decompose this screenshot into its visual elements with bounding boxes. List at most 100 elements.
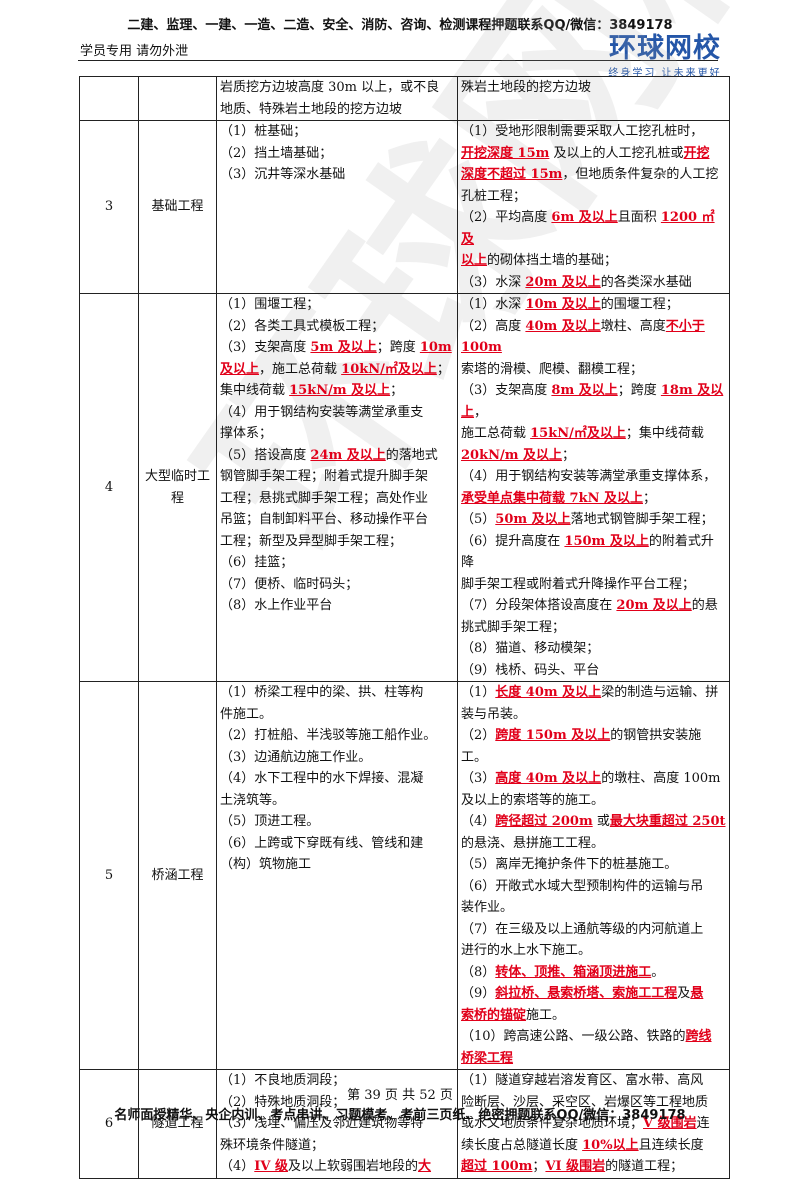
highlighted-text: 长度 40m 及以上	[495, 685, 602, 700]
text-segment: （7）分段架体搭设高度在	[461, 598, 617, 613]
text-segment: 连	[696, 1116, 710, 1131]
text-segment: （4）	[220, 1159, 255, 1174]
cell-line: 索桥的锚碇施工。	[461, 1005, 726, 1027]
text-segment: （8）水上作业平台	[220, 598, 333, 613]
cell-line: 开挖深度 15m 及以上的人工挖孔桩或开挖	[461, 143, 726, 165]
cell-line: （8）水上作业平台	[220, 595, 454, 617]
highlighted-text: 深度不超过 15m	[461, 167, 563, 182]
project-category: 大型临时工程	[138, 293, 217, 682]
cell-line: （5）顶进工程。	[220, 811, 454, 833]
text-segment: ；集中线荷载	[625, 426, 704, 441]
cell-line: （1）围堰工程；	[220, 294, 454, 316]
cell-line: 吊篮；自制卸料平台、移动操作平台	[220, 509, 454, 531]
cell-line: 装与吊装。	[461, 704, 726, 726]
text-segment: （7）便桥、临时码头；	[220, 576, 359, 592]
highlighted-text: 18m 及以上	[461, 383, 724, 420]
cell-line: （1）长度 40m 及以上梁的制造与运输、拼	[461, 682, 726, 704]
cell-line: （5）50m 及以上落地式钢管脚手架工程；	[461, 509, 726, 531]
cell-line: （1）受地形限制需要采取人工挖孔桩时，	[461, 121, 726, 143]
text-segment: 撑体系；	[220, 426, 273, 441]
text-segment: （6）挂篮；	[220, 555, 294, 570]
text-segment: （10）跨高速公路、一级公路、铁路的	[461, 1029, 686, 1044]
text-segment: 工程；悬挑式脚手架工程；高处作业	[220, 490, 429, 506]
hazard-scope-cell: （1）桩基础； （2）挡土墙基础； （3）沉井等深水基础	[216, 120, 458, 294]
highlighted-text: 10kN/㎡及以上	[341, 361, 437, 377]
text-segment: （3）浅埋、偏压及邻近建筑物等特	[220, 1116, 424, 1131]
cell-line: 及以上，施工总荷载 10kN/㎡及以上；	[220, 359, 454, 381]
highlighted-text: IV 级	[254, 1159, 288, 1174]
text-segment: （3）	[461, 771, 496, 786]
text-segment: ；跨度	[376, 340, 420, 355]
text-segment: 。	[651, 964, 665, 980]
text-segment: （8）猫道、移动模架；	[461, 641, 600, 656]
highlighted-text: 跨径超过 200m	[495, 814, 593, 829]
cell-line: 集中线荷载 15kN/m 及以上；	[220, 380, 454, 402]
highlighted-text: 1200 ㎡及	[461, 210, 715, 247]
text-segment: （1）围堰工程；	[220, 297, 320, 312]
text-segment: （5）顶进工程。	[220, 814, 320, 829]
text-segment: 续长度占总隧道长度	[461, 1137, 583, 1153]
cell-line: （1）桥梁工程中的梁、拱、柱等构	[220, 682, 454, 704]
cell-line: （10）跨高速公路、一级公路、铁路的跨线	[461, 1026, 726, 1048]
hazard-scope-cell: （1）桥梁工程中的梁、拱、柱等构件施工。（2）打桩船、半浅驳等施工船作业。（3）…	[216, 681, 458, 1070]
highlighted-text: 150m 及以上	[564, 533, 649, 549]
text-segment: （1）桩基础；	[220, 124, 307, 139]
highlighted-text: 开挖	[683, 145, 710, 161]
text-segment: （4）用于钢结构安装等满堂承重支	[220, 404, 424, 420]
text-segment: （3）支架高度	[461, 383, 552, 398]
cell-line: （4）水下工程中的水下焊接、混凝	[220, 768, 454, 790]
text-segment: （9）栈桥、码头、平台	[461, 662, 600, 678]
text-segment: 装与吊装。	[461, 706, 527, 722]
cell-line: （6）提升高度在 150m 及以上的附着式升降	[461, 531, 726, 574]
text-segment: 落地式钢管脚手架工程；	[570, 512, 714, 527]
cell-line: 土浇筑等。	[220, 790, 454, 812]
text-segment: （2）各类工具式模板工程；	[220, 318, 385, 334]
project-category: 桥涵工程	[138, 681, 217, 1070]
cell-line: 以上的砌体挡土墙的基础；	[461, 250, 726, 272]
expert-review-scope-cell: （1）长度 40m 及以上梁的制造与运输、拼装与吊装。（2）跨度 150m 及以…	[457, 681, 730, 1070]
text-segment: 施工。	[526, 1007, 566, 1023]
text-segment: （3）水深	[461, 274, 526, 290]
highlighted-text: 8m 及以上	[551, 383, 618, 398]
cell-line: 进行的水上水下施工。	[461, 940, 726, 962]
highlighted-text: 悬	[690, 986, 704, 1001]
cell-line: 深度不超过 15m，但地质条件复杂的人工挖	[461, 164, 726, 186]
text-segment: ，	[474, 404, 488, 420]
text-segment: 装作业。	[461, 900, 514, 915]
cell-line: （3）支架高度 8m 及以上；跨度 18m 及以上，	[461, 380, 726, 423]
text-segment: 索塔的滑模、爬模、翻模工程；	[461, 361, 644, 377]
cell-line: 岩质挖方边坡高度 30m 以上，或不良	[220, 77, 454, 99]
text-segment: （3）沉井等深水基础	[220, 167, 346, 182]
text-segment: 集中线荷载	[220, 383, 290, 398]
cell-line: 桥梁工程	[461, 1048, 726, 1070]
cell-line: 超过 100m；VI 级围岩的隧道工程；	[461, 1156, 726, 1178]
text-segment: （2）挡土墙基础；	[220, 145, 333, 161]
cell-line: 施工总荷载 15kN/㎡及以上；集中线荷载	[461, 423, 726, 445]
cell-line: 件施工。	[220, 704, 454, 726]
text-segment: 的隧道工程；	[605, 1159, 684, 1174]
text-segment: 件施工。	[220, 706, 273, 722]
cell-line: （2）平均高度 6m 及以上且面积 1200 ㎡及	[461, 207, 726, 250]
cell-line: （2）特殊地质洞段；	[220, 1092, 454, 1114]
highlighted-text: 15kN/m 及以上	[289, 383, 391, 398]
text-segment: （3）边通航边施工作业。	[220, 749, 372, 765]
cell-line: 挑式脚手架工程；	[461, 617, 726, 639]
highlighted-text: 斜拉桥、悬索桥塔、索施工工程	[495, 986, 678, 1001]
text-segment: 施工总荷载	[461, 426, 531, 441]
text-segment: （8）	[461, 964, 496, 980]
cell-line: （6）挂篮；	[220, 552, 454, 574]
cell-line: （7）分段架体搭设高度在 20m 及以上的悬	[461, 595, 726, 617]
text-segment: （2）高度	[461, 318, 526, 334]
text-segment: 殊岩土地段的挖方边坡	[461, 80, 592, 95]
highlighted-text: 不小于 100m	[461, 318, 705, 356]
highlighted-text: 转体、顶推、箱涵顶进施工	[495, 964, 652, 980]
highlighted-text: 20m 及以上	[525, 274, 601, 290]
text-segment: 的悬浇、悬拼施工工程。	[461, 835, 605, 851]
text-segment: （6）开敞式水域大型预制构件的运输与吊	[461, 878, 704, 894]
text-segment: 脚手架工程或附着式升降操作平台工程；	[461, 576, 696, 592]
highlighted-text: 24m 及以上	[310, 447, 386, 463]
cell-line: （1）隧道穿越岩溶发育区、富水带、高风	[461, 1070, 726, 1092]
logo: 环球网校 终身学习 让未来更好	[590, 34, 740, 80]
text-segment: 的砌体挡土墙的基础；	[487, 253, 618, 268]
